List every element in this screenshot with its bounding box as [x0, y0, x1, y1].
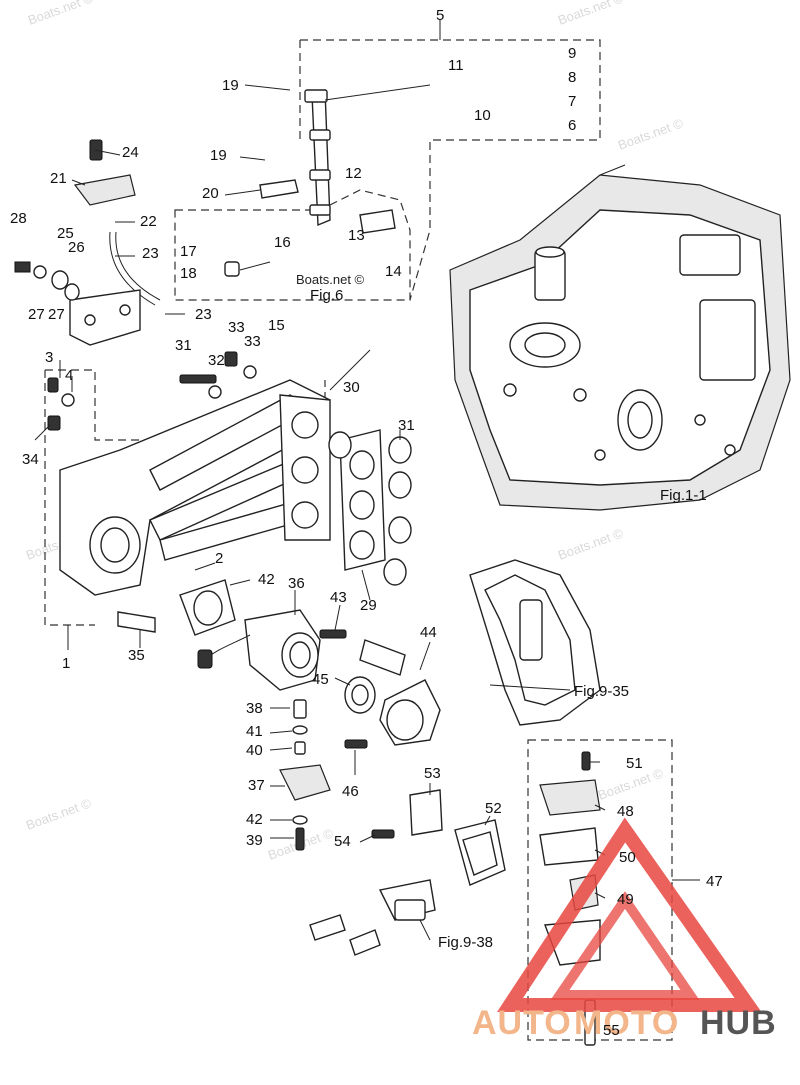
callout-20: 20	[202, 185, 219, 202]
callout-12: 12	[345, 165, 362, 182]
callout-35: 35	[128, 647, 145, 664]
callout-46: 46	[342, 783, 359, 800]
callout-50: 50	[619, 849, 636, 866]
fig-1-1-label: Fig.1-1	[660, 487, 707, 504]
callout-32: 32	[208, 352, 225, 369]
hoses-and-bushings	[117, 611, 441, 746]
callout-34: 34	[22, 451, 39, 468]
callout-39: 39	[246, 832, 263, 849]
fig-9-38-label: Fig.9-38	[438, 934, 493, 951]
callout-17: 17	[180, 243, 197, 260]
fig-9-35-label: Fig.9-35	[574, 683, 629, 700]
callout-6: 6	[568, 117, 576, 134]
callout-23: 23	[142, 245, 159, 262]
callout-19: 19	[210, 147, 227, 164]
callout-48: 48	[617, 803, 634, 820]
callout-29: 29	[360, 597, 377, 614]
sensor-bracket	[69, 289, 141, 346]
callout-38: 38	[246, 700, 263, 717]
callout-28: 28	[10, 210, 27, 227]
watermark-text: Boats.net ©	[556, 0, 626, 28]
callout-53: 53	[424, 765, 441, 782]
callout-33: 33	[244, 333, 261, 350]
callout-labels: 1234567891011121314151617181919202122232…	[10, 7, 723, 1039]
callout-10: 10	[474, 107, 491, 124]
callout-52: 52	[485, 800, 502, 817]
callout-42: 42	[246, 811, 263, 828]
callout-24: 24	[122, 144, 139, 161]
callout-1: 1	[62, 655, 70, 672]
callout-8: 8	[568, 69, 576, 86]
watermark-text: Boats.net ©	[26, 0, 96, 28]
watermark-text: Boats.net ©	[556, 525, 626, 563]
logo-hub-text: HUB	[700, 1004, 777, 1042]
o-rings	[328, 431, 412, 586]
callout-2: 2	[215, 550, 223, 567]
callout-5: 5	[436, 7, 444, 24]
callout-11: 11	[448, 57, 464, 74]
callout-45: 45	[312, 671, 329, 688]
automotohub-logo: AUTO MOTO HUB	[472, 817, 777, 1042]
callout-54: 54	[334, 833, 351, 850]
bracket-illustration	[469, 559, 601, 726]
callout-55: 55	[603, 1022, 620, 1039]
intake-manifold	[59, 379, 331, 596]
callout-31: 31	[175, 337, 192, 354]
callout-7: 7	[568, 93, 576, 110]
callout-3: 3	[45, 349, 53, 366]
callout-22: 22	[140, 213, 157, 230]
callout-47: 47	[706, 873, 723, 890]
callout-40: 40	[246, 742, 263, 759]
leader-lines	[34, 20, 700, 1029]
callout-43: 43	[330, 589, 347, 606]
callout-30: 30	[343, 379, 360, 396]
callout-19: 19	[222, 77, 239, 94]
logo-moto-text: MOTO	[574, 1004, 679, 1042]
callout-15: 15	[268, 317, 285, 334]
callout-23: 23	[195, 306, 212, 323]
engine-block-illustration	[449, 164, 791, 511]
callout-37: 37	[248, 777, 265, 794]
throttle-gasket	[179, 579, 236, 636]
callout-25: 25	[57, 225, 74, 242]
throttle-body	[197, 609, 321, 691]
callout-42: 42	[258, 571, 275, 588]
callout-4: 4	[65, 367, 73, 384]
fig-6-label: Fig.6	[310, 287, 343, 304]
callout-33: 33	[228, 319, 245, 336]
callout-36: 36	[288, 575, 305, 592]
callout-9: 9	[568, 45, 576, 62]
callout-18: 18	[180, 265, 197, 282]
callout-49: 49	[617, 891, 634, 908]
callout-16: 16	[274, 234, 291, 251]
callout-31: 31	[398, 417, 415, 434]
valve-illustration	[309, 879, 436, 956]
callout-51: 51	[626, 755, 643, 772]
watermark-text: Boats.net ©	[24, 795, 94, 833]
logo-auto-text: AUTO	[472, 1004, 572, 1042]
callout-14: 14	[385, 263, 402, 280]
callout-27: 27	[28, 306, 45, 323]
callout-26: 26	[68, 239, 85, 256]
callout-27: 27	[48, 306, 65, 323]
filter-assembly	[409, 789, 506, 886]
callout-21: 21	[50, 170, 67, 187]
intake-gasket	[339, 429, 386, 571]
fuel-rail	[224, 88, 396, 277]
callout-13: 13	[348, 227, 365, 244]
inline-watermark: Boats.net ©	[296, 272, 365, 287]
callout-41: 41	[246, 723, 263, 740]
watermark-text: Boats.net ©	[616, 115, 686, 153]
fasteners	[14, 261, 395, 839]
linkage-stack	[279, 699, 331, 851]
callout-44: 44	[420, 624, 437, 641]
